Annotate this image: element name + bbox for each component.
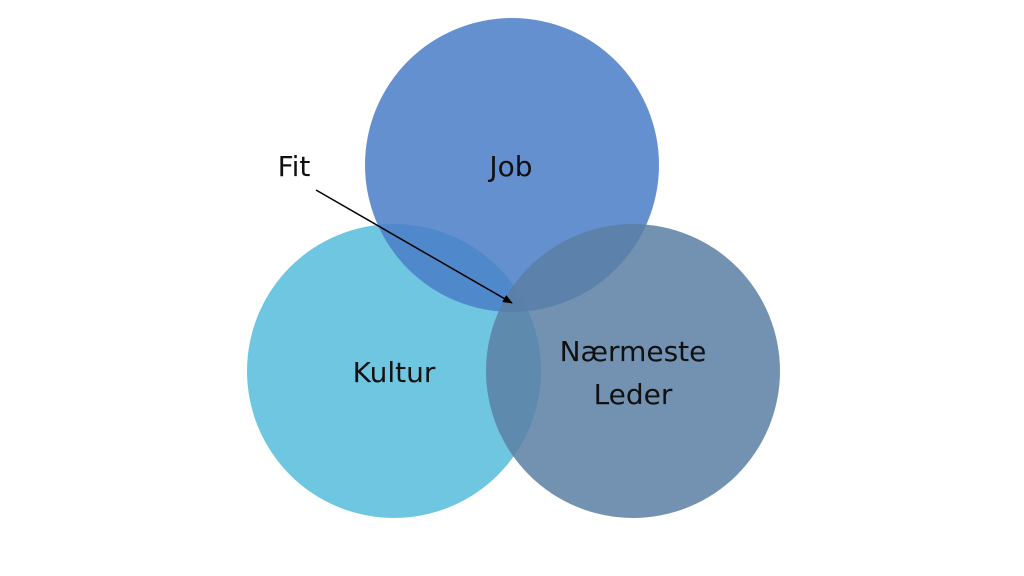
- label-naermeste-leder-line1: Nærmeste: [560, 335, 707, 368]
- label-kultur: Kultur: [353, 356, 436, 389]
- fit-arrow: [315, 189, 513, 304]
- label-naermeste-leder-line2: Leder: [594, 378, 673, 411]
- label-job: Job: [487, 150, 532, 183]
- circle-naermeste-leder: [486, 224, 780, 518]
- label-fit: Fit: [278, 150, 311, 183]
